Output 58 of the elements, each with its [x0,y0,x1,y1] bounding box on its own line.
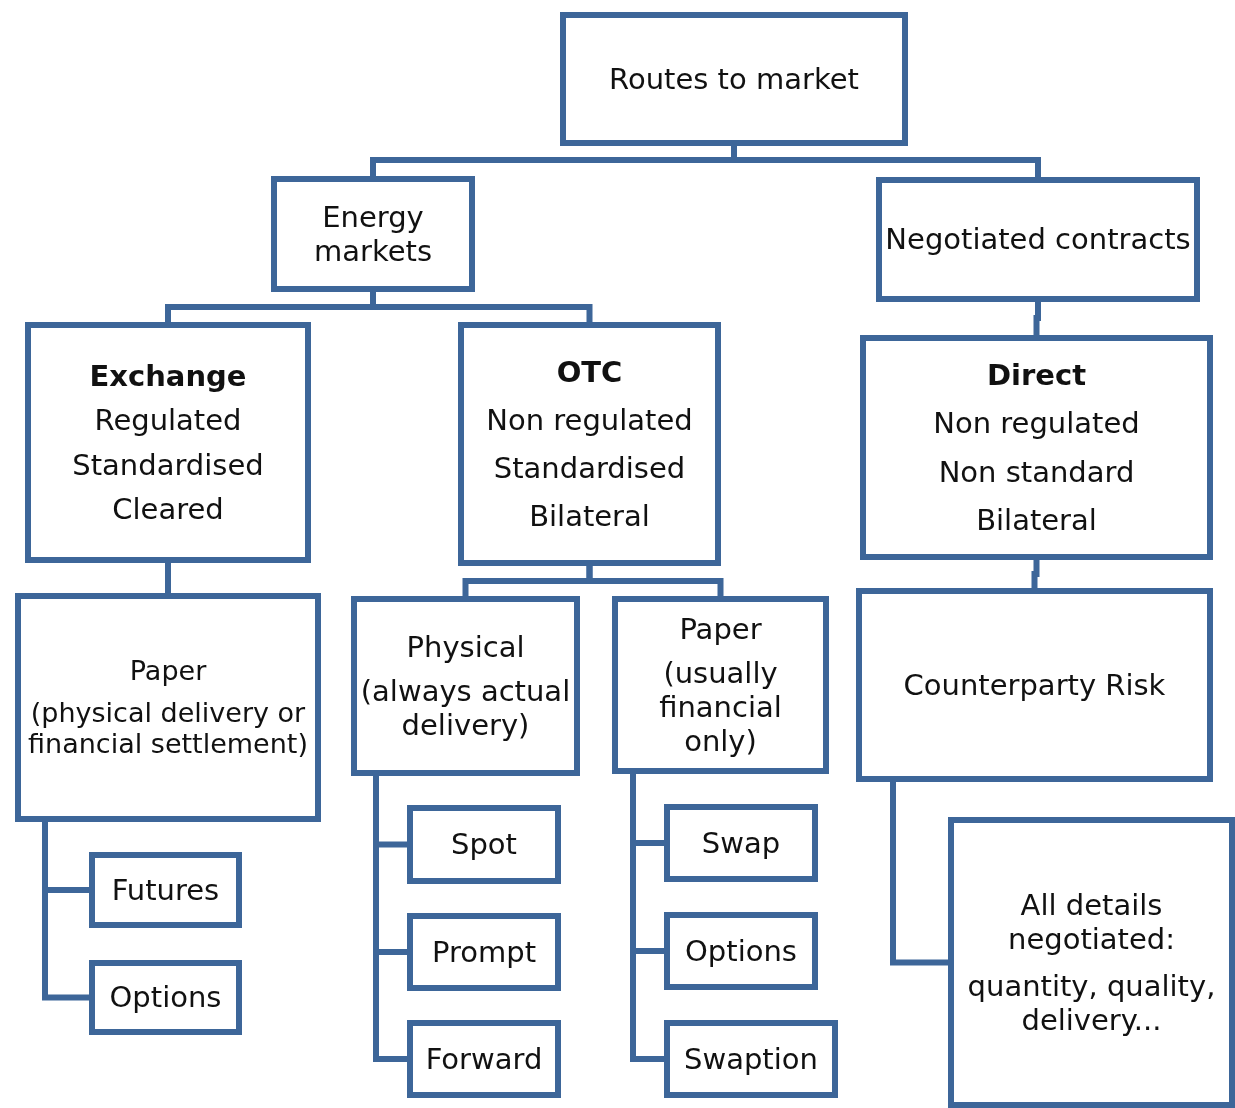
box-text: Spot [450,827,518,862]
box-text: Options [108,980,223,1015]
box-text: Forward [424,1041,544,1077]
box-text: Paper [678,611,763,646]
connector-line [731,146,1041,177]
box-text: Bilateral [975,502,1098,537]
text-box [25,322,311,563]
box-text: Options [684,933,798,969]
text-box [860,335,1213,560]
box-text: Routes to market [608,61,860,97]
connector-line [1031,560,1040,588]
box-text: Standardised [492,451,687,486]
text-box [560,12,908,146]
box-text: (usually financial only) [658,655,783,759]
box-text: Negotiated contracts [884,222,1192,257]
box-text: Futures [110,872,221,908]
box-text: Regulated [93,403,243,438]
box-text: Non regulated [932,406,1141,441]
connector-line [165,563,171,593]
box-text: (physical delivery or financial settlement) [27,696,309,761]
box-text: Prompt [430,934,537,970]
box-text: Non standard [937,454,1136,489]
box-text: Swap [700,825,782,861]
connector-line [586,566,724,596]
box-text: Non regulated [485,402,694,437]
text-box [407,805,561,884]
text-box [876,177,1200,302]
text-box [15,593,321,822]
box-text: Swaption [683,1041,819,1077]
text-box [664,804,818,882]
box-heading: OTC [555,354,624,389]
box-text: (always actual delivery) [359,673,572,743]
box-heading: Exchange [88,359,248,394]
connector-line [370,292,593,322]
text-box [664,1020,838,1098]
box-text: Paper [128,654,208,687]
text-box [856,588,1213,782]
text-box [89,960,242,1035]
connector-line [890,782,948,966]
box-text: Standardised [71,447,265,482]
text-box [271,176,475,292]
box-heading: Direct [985,358,1087,393]
box-text: Energy markets [313,199,433,269]
box-text: All details negotiated: [1007,888,1176,957]
box-text: Counterparty Risk [902,667,1167,703]
connector-line [1033,302,1041,335]
box-text: quantity, quality, delivery... [966,968,1217,1037]
text-box [948,817,1235,1108]
box-text: Cleared [111,491,225,526]
text-box [407,913,561,991]
box-text: Physical [405,629,526,664]
box-text: Bilateral [528,499,651,534]
text-box [612,596,829,774]
text-box [664,912,818,990]
text-box [351,596,580,776]
text-box [458,322,721,566]
text-box [89,852,242,928]
text-box [407,1020,561,1098]
